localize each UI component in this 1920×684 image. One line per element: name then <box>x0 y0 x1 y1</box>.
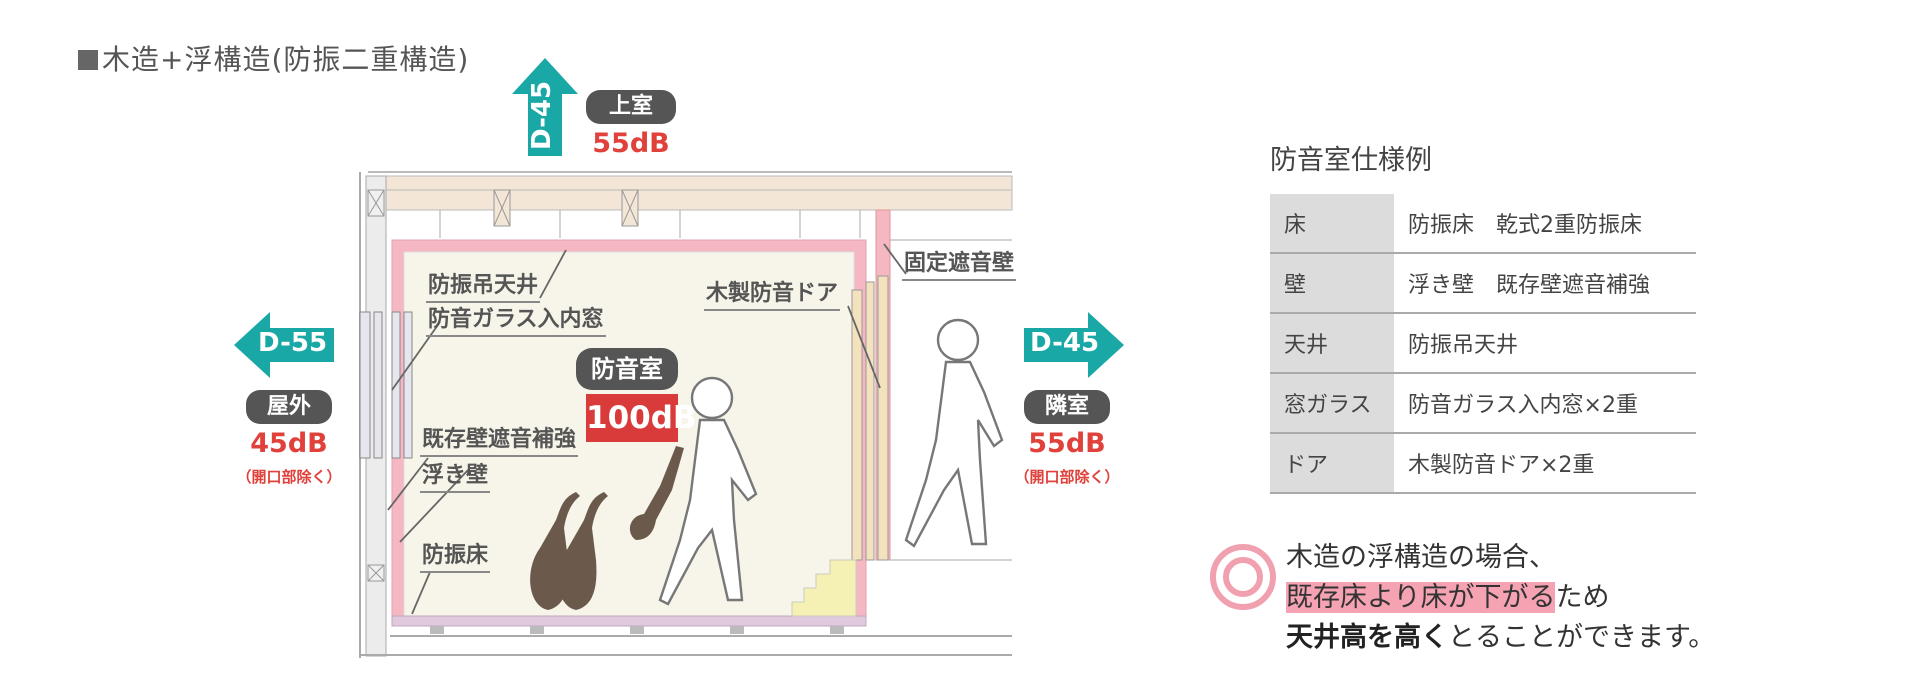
outdoor-db: 45dB <box>250 428 328 459</box>
top-arrow-label: D-45 <box>527 80 557 150</box>
neighbor-room-db: 55dB <box>1028 428 1106 459</box>
person-walking-icon <box>904 318 1004 548</box>
spec-value: 防振吊天井 <box>1394 313 1696 374</box>
table-row: 窓ガラス 防音ガラス入内窓×2重 <box>1270 373 1696 434</box>
callout-wall-reinforce: 既存壁遮音補強 <box>420 426 579 457</box>
structure-note: 木造の浮構造の場合、 既存床より床が下がるため 天井高を高くとることができます。 <box>1286 538 1715 658</box>
leader-lines <box>387 243 907 615</box>
left-arrow <box>234 312 334 378</box>
building-structure <box>359 171 1013 658</box>
note-line-2-rest: ため <box>1555 582 1610 613</box>
table-row: 床 防振床 乾式2重防振床 <box>1270 194 1696 254</box>
table-row: 天井 防振吊天井 <box>1270 313 1696 374</box>
outdoor-note: （開口部除く） <box>236 468 342 486</box>
page-title: 木造+浮構造(防振二重構造) <box>78 38 469 78</box>
spec-key: 天井 <box>1270 313 1394 374</box>
spec-key: 壁 <box>1270 253 1394 314</box>
soundproof-room-pill: 防音室 <box>576 348 678 390</box>
top-arrow <box>512 58 578 156</box>
spec-value: 浮き壁 既存壁遮音補強 <box>1394 253 1696 314</box>
right-arrow <box>1024 312 1124 378</box>
note-line-1: 木造の浮構造の場合、 <box>1286 542 1556 573</box>
neighbor-room-pill: 隣室 <box>1024 390 1110 424</box>
upper-room-pill: 上室 <box>586 90 676 124</box>
callout-ceiling: 防振吊天井 <box>426 272 541 303</box>
spec-key: 床 <box>1270 194 1394 254</box>
soundproof-room-db: 100dB <box>586 394 697 442</box>
spec-value: 防音ガラス入内窓×2重 <box>1394 373 1696 434</box>
note-highlight: 既存床より床が下がる <box>1286 582 1556 613</box>
double-circle-icon <box>1210 544 1276 610</box>
saxophone-icon-2 <box>558 492 608 610</box>
callout-door: 木製防音ドア <box>704 280 841 311</box>
callout-floor: 防振床 <box>420 542 491 573</box>
door <box>791 275 889 617</box>
note-line-2: 既存床より床が下がるため <box>1286 578 1715 618</box>
callout-fixed-wall: 固定遮音壁 <box>902 250 1017 281</box>
spec-value: 防振床 乾式2重防振床 <box>1394 194 1696 254</box>
spec-value: 木製防音ドア×2重 <box>1394 433 1696 494</box>
trumpet-icon <box>629 446 684 540</box>
square-icon <box>78 50 98 70</box>
neighbor-room-note: （開口部除く） <box>1014 468 1120 486</box>
left-arrow-label: D-55 <box>258 328 328 358</box>
right-arrow-label: D-45 <box>1030 328 1100 358</box>
spec-key: ドア <box>1270 433 1394 494</box>
upper-room-db: 55dB <box>592 128 670 159</box>
note-line-3: 天井高を高くとることができます。 <box>1286 618 1715 658</box>
callout-floating-wall: 浮き壁 <box>420 462 491 493</box>
table-row: 壁 浮き壁 既存壁遮音補強 <box>1270 253 1696 314</box>
spec-table: 床 防振床 乾式2重防振床 壁 浮き壁 既存壁遮音補強 天井 防振吊天井 窓ガラ… <box>1270 194 1696 494</box>
spec-key: 窓ガラス <box>1270 373 1394 434</box>
table-row: ドア 木製防音ドア×2重 <box>1270 433 1696 494</box>
spec-title: 防音室仕様例 <box>1270 145 1432 176</box>
callout-window: 防音ガラス入内窓 <box>426 306 606 337</box>
person-trumpet-icon <box>658 376 758 606</box>
note-line-3-rest: とることができます。 <box>1448 622 1716 653</box>
note-bold: 天井高を高く <box>1286 622 1448 653</box>
outdoor-pill: 屋外 <box>246 390 332 424</box>
